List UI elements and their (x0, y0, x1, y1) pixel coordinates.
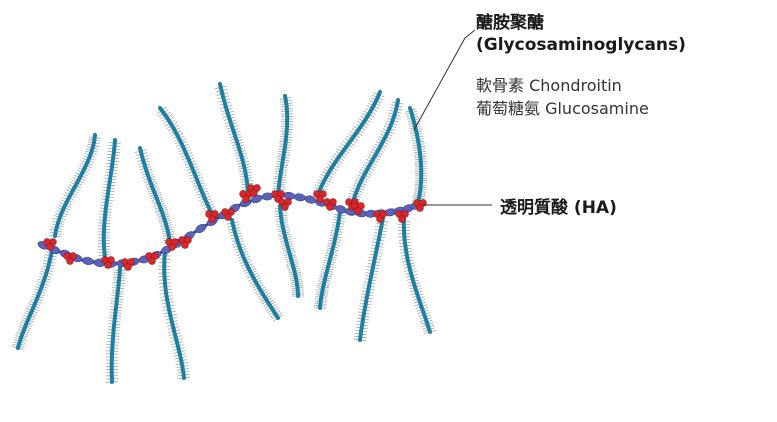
attachment-node (221, 208, 235, 221)
gag-chain (408, 106, 424, 204)
node-bead (416, 204, 424, 212)
attachment-node (323, 198, 337, 211)
gag-chain (162, 250, 186, 380)
attachment-node (313, 190, 327, 203)
gag-chain (158, 106, 214, 216)
node-bead (46, 243, 54, 251)
attachment-node (413, 199, 427, 212)
node-bead (148, 257, 156, 265)
chain-bristles (12, 85, 436, 383)
attachment-node (278, 198, 292, 211)
gag-chain (138, 146, 172, 244)
node-bead (242, 195, 250, 203)
ha-bead (294, 193, 306, 202)
attachment-node (63, 252, 77, 265)
gag-chain (101, 138, 117, 260)
node-bead (326, 203, 334, 211)
gag-chain (109, 266, 122, 384)
gag-chain (218, 82, 250, 200)
gag-chain (350, 98, 400, 208)
label-pointers (413, 29, 492, 206)
gag-chain (230, 218, 280, 320)
gag-chain (53, 133, 97, 238)
gag-label: 醣胺聚醣 (Glycosaminoglycans) (476, 12, 686, 56)
node-bead (281, 203, 289, 211)
gag-chain (278, 204, 300, 298)
ha-bead (335, 205, 347, 214)
node-bead (168, 243, 176, 251)
gag-chain (316, 90, 382, 197)
node-bead (354, 207, 362, 215)
gag-chain (358, 216, 385, 342)
attachment-node (165, 238, 179, 251)
attachment-node (43, 238, 57, 251)
ha-bead (195, 224, 207, 233)
attachment-node (239, 190, 253, 203)
attachment-node (247, 184, 261, 197)
attachment-node (205, 210, 219, 223)
chain-bristle-set (97, 142, 121, 260)
node-bead (250, 189, 258, 197)
attachment-node (101, 256, 115, 269)
node-bead (124, 263, 132, 271)
attachment-node (121, 258, 135, 271)
gag-chain (276, 94, 290, 198)
ha-label: 透明質酸 (HA) (500, 198, 617, 218)
node-bead (224, 213, 232, 221)
gag-chain (16, 248, 54, 350)
attachment-nodes (43, 184, 427, 271)
node-bead (316, 195, 324, 203)
gag-chain (318, 210, 342, 310)
gag-title-en: (Glycosaminoglycans) (476, 35, 686, 55)
gag-components: 軟骨素 Chondroitin 葡萄糖氨 Glucosamine (476, 74, 649, 120)
ha-bead (82, 257, 94, 265)
attachment-node (373, 210, 387, 223)
gag-chains (16, 82, 432, 384)
node-bead (208, 215, 216, 223)
gag-pointer-line (413, 29, 476, 131)
attachment-node (395, 210, 409, 223)
chain-bristle-set (271, 97, 294, 197)
attachment-node (271, 190, 285, 203)
glucosamine-label: 葡萄糖氨 Glucosamine (476, 99, 649, 118)
attachment-node (178, 236, 192, 249)
gag-chain (401, 216, 432, 334)
node-bead (181, 241, 189, 249)
gag-title-zh: 醣胺聚醣 (476, 13, 544, 33)
node-bead (398, 215, 406, 223)
node-bead (376, 215, 384, 223)
chain-bristle-set (156, 106, 218, 218)
attachment-node (351, 202, 365, 215)
attachment-node (145, 252, 159, 265)
chondroitin-label: 軟骨素 Chondroitin (476, 76, 622, 95)
node-bead (66, 257, 74, 265)
node-bead (104, 261, 112, 269)
